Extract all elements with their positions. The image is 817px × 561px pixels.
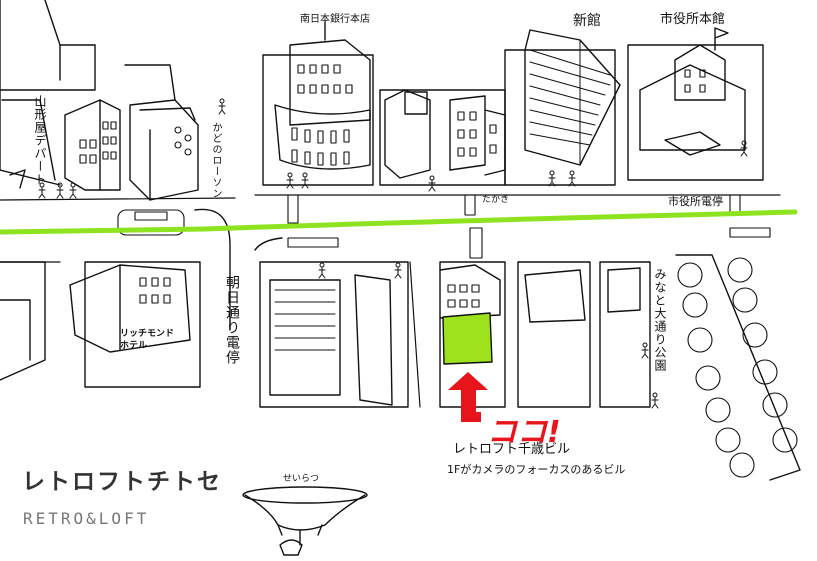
- asahi-arrow: [194, 208, 231, 331]
- crosswalks: [117, 194, 771, 259]
- label-tanoki: たかき: [482, 195, 510, 205]
- label-lawson: かどのローソン: [210, 122, 221, 199]
- label-minato-odori: みなと大通り公園: [653, 268, 667, 372]
- bottom-left-building: [0, 261, 46, 381]
- nikko-building: [259, 261, 409, 408]
- yamagataya-building: [0, 0, 121, 191]
- retroloft-building: [439, 261, 506, 408]
- label-asahi-dori: 朝日通り電停: [224, 275, 240, 365]
- label-new-wing: 新館: [573, 13, 601, 29]
- street-blocks: [0, 194, 781, 408]
- city-hall-building: [627, 27, 764, 181]
- fountain: [242, 486, 368, 556]
- new-wing-building: [504, 29, 621, 186]
- bank-building: [262, 21, 374, 186]
- label-tram-stop: 市役所電停: [668, 195, 723, 208]
- label-city-hall: 市役所本館: [660, 12, 726, 27]
- label-richmond: リッチモンドホテル: [120, 329, 175, 351]
- label-bank: 南日本銀行本店: [300, 14, 370, 25]
- here-marker: ココ!: [487, 415, 561, 450]
- label-fountain: せいらつ: [283, 474, 320, 484]
- lawson-building: [124, 64, 199, 201]
- richmond-hotel: [69, 261, 201, 388]
- pedestrians: [38, 98, 748, 409]
- tram-line: [0, 209, 798, 235]
- brand-name-en: RETRO&LOFT: [23, 509, 150, 528]
- label-yamagataya: 山形屋デパート: [33, 95, 47, 186]
- target-building-name: レトロフト千歳ビル: [453, 442, 571, 457]
- bottom-mid-buildings: [517, 261, 651, 408]
- park: [675, 254, 801, 481]
- target-arrow: [448, 372, 488, 422]
- brand-name-ja: レトロフトチトセ: [22, 469, 222, 495]
- tower-building: [379, 89, 506, 186]
- target-building-note: 1Fがカメラのフォーカスのあるビル: [447, 463, 626, 476]
